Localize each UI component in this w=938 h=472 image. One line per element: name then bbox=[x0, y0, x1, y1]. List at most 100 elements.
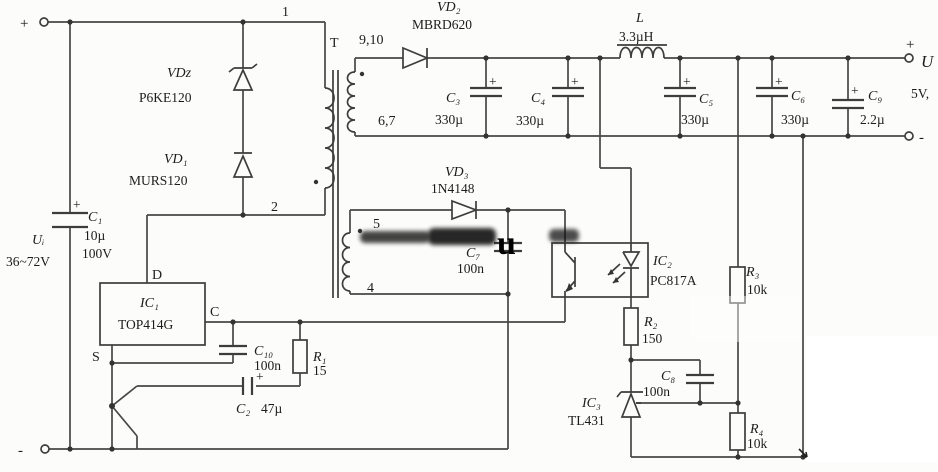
label-vd2-ref: VD₂ bbox=[437, 0, 461, 15]
label-r4-ref: R₄ bbox=[749, 422, 764, 437]
label-pin-2: 2 bbox=[271, 200, 278, 215]
label-c3-value: 330µ bbox=[435, 112, 463, 127]
label-ic1-value: TOP414G bbox=[118, 317, 174, 332]
label-c7-value: 100n bbox=[457, 261, 484, 276]
label-ic3-ref: IC₃ bbox=[581, 396, 601, 411]
label-c6-value: 330µ bbox=[781, 112, 809, 127]
output-negative-terminal bbox=[904, 131, 914, 141]
terminals bbox=[39, 17, 914, 454]
ic2-optocoupler bbox=[551, 242, 649, 298]
label-output-value: 5V, bbox=[911, 86, 929, 101]
label-c6-polarity: + bbox=[775, 74, 783, 89]
label-ic2-ref: IC₂ bbox=[652, 254, 672, 269]
label-output-minus: - bbox=[919, 130, 924, 146]
aux-winding bbox=[341, 232, 351, 292]
led-symbol bbox=[622, 243, 641, 297]
label-c1-value2: 100V bbox=[82, 246, 112, 261]
label-r1-value: 15 bbox=[313, 363, 327, 378]
label-c10-value: 100n bbox=[254, 358, 281, 373]
label-c5-polarity: + bbox=[683, 74, 691, 89]
label-pin-5: 5 bbox=[373, 217, 380, 232]
label-vd3-value: 1N4148 bbox=[431, 181, 475, 196]
label-output-voltage: U bbox=[921, 52, 935, 71]
label-r2-value: 150 bbox=[642, 331, 663, 346]
label-c9-ref: C₉ bbox=[868, 89, 882, 104]
label-ic1-pin-d: D bbox=[152, 268, 162, 283]
aux-phase-dot bbox=[357, 228, 363, 234]
label-c4-value: 330µ bbox=[516, 113, 544, 128]
phototransistor bbox=[564, 243, 576, 297]
label-l-value: 3.3µH bbox=[619, 29, 654, 44]
label-c6-ref: C₆ bbox=[791, 89, 805, 104]
secondary-phase-dot bbox=[359, 71, 365, 77]
ic1-top414g-box bbox=[99, 282, 206, 346]
label-input-range: 36~72V bbox=[6, 254, 50, 269]
label-pin-4: 4 bbox=[367, 281, 374, 296]
transformer-core bbox=[332, 70, 339, 298]
label-input-minus: - bbox=[18, 443, 23, 459]
watermark-glyph: u bbox=[497, 225, 516, 262]
capacitor-c8 bbox=[686, 373, 714, 385]
label-pin-1: 1 bbox=[282, 5, 289, 20]
label-vdz-ref: VDz bbox=[167, 66, 192, 81]
capacitor-c4 bbox=[552, 86, 584, 98]
diode-vd3-symbol bbox=[451, 199, 479, 221]
label-input-plus: + bbox=[20, 16, 28, 32]
label-pins-6-7: 6,7 bbox=[378, 114, 396, 129]
label-ic1-pin-c: C bbox=[210, 305, 219, 320]
transformer-symbol bbox=[313, 70, 365, 298]
label-c7-ref: C₇ bbox=[466, 246, 480, 261]
label-c3-polarity: + bbox=[489, 74, 497, 89]
label-c2-polarity: + bbox=[256, 369, 264, 384]
capacitor-c3 bbox=[470, 86, 502, 98]
label-vd1-ref: VD₁ bbox=[164, 152, 188, 167]
label-c2-value: 47µ bbox=[261, 401, 283, 416]
label-c5-ref: C₅ bbox=[699, 92, 713, 107]
inductor-l-symbol bbox=[617, 44, 667, 59]
label-r1-ref: R₁ bbox=[312, 350, 326, 365]
resistor-r3-symbol bbox=[729, 266, 746, 304]
white-watermark-blob bbox=[690, 296, 938, 462]
label-pins-9-10: 9,10 bbox=[359, 33, 384, 48]
label-transformer-t: T bbox=[330, 36, 339, 51]
capacitor-c7 bbox=[494, 241, 522, 253]
primary-winding bbox=[324, 87, 335, 189]
label-vdz-value: P6KE120 bbox=[139, 90, 192, 105]
label-vd3-ref: VD₃ bbox=[445, 165, 469, 180]
label-c4-polarity: + bbox=[571, 74, 579, 89]
label-c3-ref: C₃ bbox=[446, 91, 460, 106]
diode-vd2-symbol bbox=[402, 46, 430, 70]
input-positive-terminal bbox=[39, 17, 49, 27]
label-ic2-value: PC817A bbox=[650, 273, 697, 288]
ic2-box bbox=[551, 242, 649, 298]
cursor-artifact bbox=[798, 448, 808, 458]
primary-phase-dot bbox=[313, 179, 319, 185]
label-c9-polarity: + bbox=[851, 83, 859, 98]
resistor-r2-symbol bbox=[623, 307, 639, 346]
label-ic1-pin-s: S bbox=[92, 350, 100, 365]
input-negative-terminal bbox=[40, 444, 50, 454]
label-ic1-ref: IC₁ bbox=[139, 296, 159, 311]
label-r3-value: 10k bbox=[747, 282, 768, 297]
emitter-arrow bbox=[566, 283, 573, 292]
label-c8-ref: C₈ bbox=[661, 369, 675, 384]
diode-vd1-symbol bbox=[232, 152, 254, 178]
label-r3-ref: R₃ bbox=[745, 265, 760, 280]
junction-dots bbox=[67, 19, 851, 460]
label-ic3-value: TL431 bbox=[568, 413, 605, 428]
capacitor-c2 bbox=[241, 377, 254, 395]
capacitor-c6 bbox=[756, 86, 788, 98]
label-l-ref: L bbox=[635, 11, 644, 26]
label-c10-ref: C₁₀ bbox=[254, 344, 273, 359]
watermark-smudge: u bbox=[360, 225, 579, 262]
label-r4-value: 10k bbox=[747, 436, 768, 451]
label-c4-ref: C₄ bbox=[531, 91, 545, 106]
diode-vdz-symbol bbox=[228, 63, 258, 91]
label-r2-ref: R₂ bbox=[643, 315, 658, 330]
label-c5-value: 330µ bbox=[681, 112, 709, 127]
label-vd2-value: MBRD620 bbox=[412, 17, 472, 32]
label-c1-value: 10µ bbox=[84, 228, 106, 243]
label-output-plus: + bbox=[906, 37, 914, 53]
